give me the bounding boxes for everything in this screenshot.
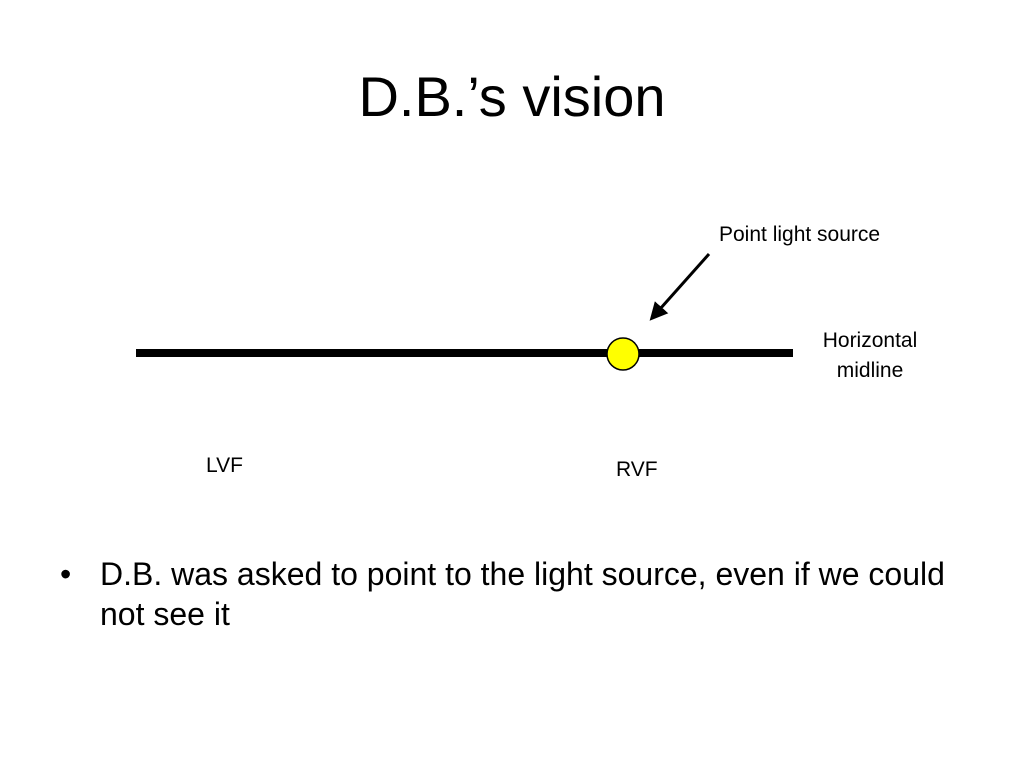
bullet-symbol: • bbox=[60, 556, 72, 592]
horizontal-midline-label-line1: Horizontal bbox=[822, 329, 918, 352]
horizontal-midline-label: Horizontal midline bbox=[800, 326, 940, 386]
lvf-label: LVF bbox=[206, 454, 243, 477]
bullet-list: • D.B. was asked to point to the light s… bbox=[56, 554, 976, 634]
rvf-label: RVF bbox=[616, 458, 658, 481]
point-light-source-label: Point light source bbox=[719, 223, 881, 246]
slide-title: D.B.’s vision bbox=[358, 65, 666, 128]
point-light-source bbox=[606, 337, 640, 371]
pointer-arrow bbox=[649, 253, 711, 321]
bullet-item: • D.B. was asked to point to the light s… bbox=[56, 554, 976, 634]
bullet-text: D.B. was asked to point to the light sou… bbox=[100, 556, 945, 632]
horizontal-midline-label-line2: midline bbox=[836, 359, 904, 382]
